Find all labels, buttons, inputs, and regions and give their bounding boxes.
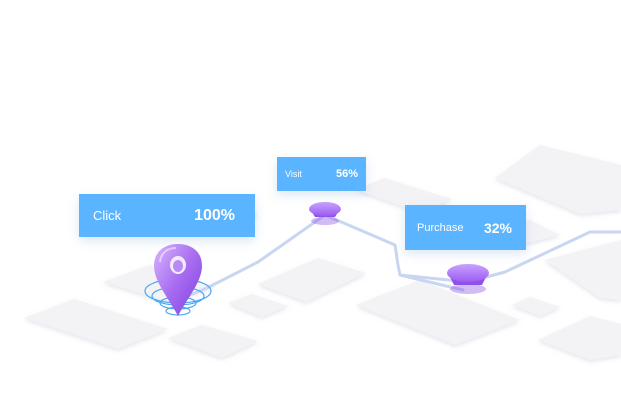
map-block bbox=[356, 280, 520, 345]
step-label: Purchase bbox=[417, 221, 464, 234]
funnel-step-visit: Visit 56% bbox=[277, 157, 366, 191]
map-block bbox=[168, 325, 258, 358]
map-block bbox=[538, 316, 621, 360]
step-percent: 56% bbox=[335, 168, 358, 180]
map-block bbox=[512, 297, 560, 316]
map-block bbox=[495, 145, 621, 214]
waypoint-icon bbox=[447, 264, 489, 294]
step-label: Visit bbox=[285, 169, 302, 179]
map-block bbox=[258, 258, 366, 302]
step-label: Click bbox=[93, 208, 122, 223]
route-path bbox=[176, 213, 621, 302]
map-block bbox=[545, 240, 621, 300]
waypoint-icon bbox=[309, 202, 341, 225]
map-block bbox=[228, 294, 288, 317]
step-percent: 32% bbox=[483, 219, 512, 236]
map-block bbox=[24, 299, 168, 349]
map-pin-icon bbox=[154, 244, 202, 316]
step-percent: 100% bbox=[194, 206, 235, 224]
funnel-step-click: Click 100% bbox=[79, 194, 255, 237]
map-block bbox=[356, 178, 452, 213]
funnel-step-purchase: Purchase 32% bbox=[405, 205, 526, 250]
